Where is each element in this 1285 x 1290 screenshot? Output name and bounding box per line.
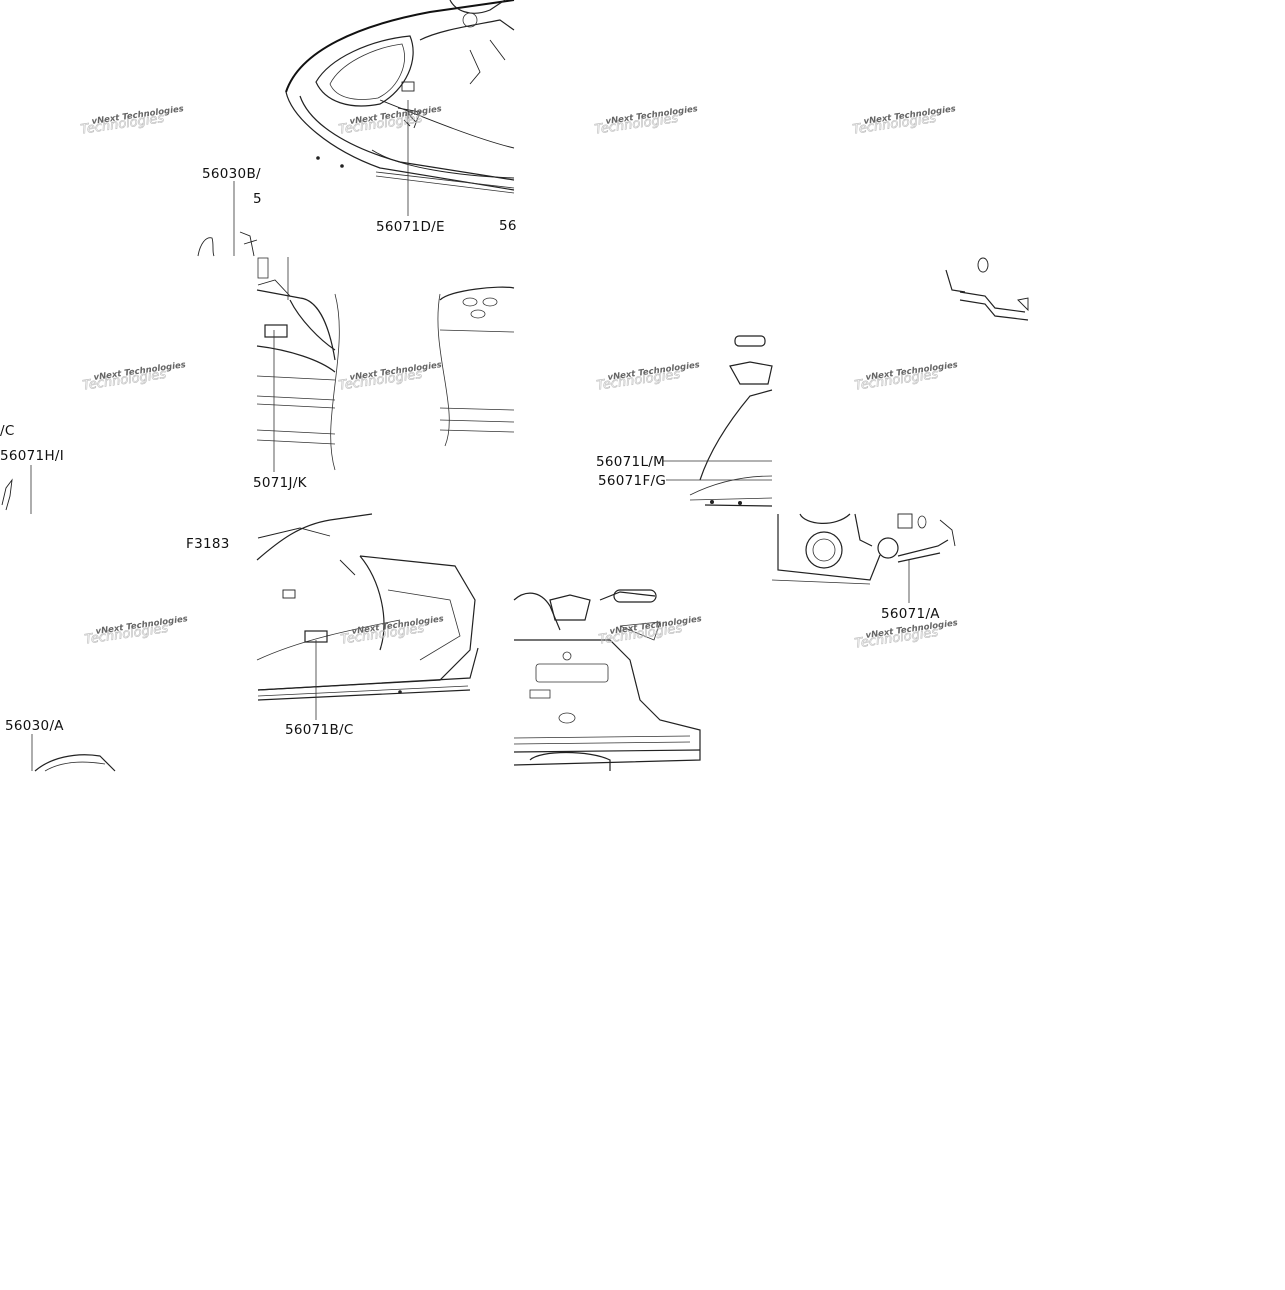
bottom-left-part-inner [44,761,106,772]
callout-56071JK: 5071J/K [253,475,308,491]
front-deck-drawing [197,0,515,257]
side-handlebar-drawing [689,335,773,507]
mid-hull-drawing [256,257,515,471]
console-drawing [513,589,701,771]
grip-part [1,478,13,511]
callout-56071BC: 56071B/C [285,722,354,738]
callout-56071FG: 56071F/G [598,473,666,489]
callout-56071A: 56071/A [881,606,940,622]
watermark-3: Technologies vNext Technologies [593,104,698,138]
callout-5-tail: 5 [253,191,262,207]
bottom-left-part [34,754,116,772]
watermark-10: Technologies vNext Technologies [339,614,444,648]
callout-C-left: /C [0,423,15,439]
watermark-1: Technologies vNext Technologies [79,104,184,138]
figure-code: F3183 [186,536,230,552]
callout-56030B: 56030B/ [202,166,261,182]
watermark-8: Technologies vNext Technologies [853,360,958,394]
watermark-9: Technologies vNext Technologies [83,614,188,648]
watermark-11: Technologies vNext Technologies [597,614,702,648]
handlebar-drawing [945,257,1029,321]
watermark-2: Technologies vNext Technologies [337,104,442,138]
callout-56071DE: 56071D/E [376,219,445,235]
fuel-cap-drawing [771,513,956,585]
callout-56-top: 56 [499,218,517,234]
callout-56030A: 56030/A [5,718,64,734]
watermark-6: Technologies vNext Technologies [337,360,442,394]
callout-56071H: 56071H/I [0,448,64,464]
watermark-4: Technologies vNext Technologies [851,104,956,138]
watermark-7: Technologies vNext Technologies [595,360,700,394]
rear-deck-drawing [256,513,479,701]
callout-56071LM: 56071L/M [596,454,665,470]
watermark-12: Technologies vNext Technologies [853,618,958,652]
watermark-5: Technologies vNext Technologies [81,360,186,394]
